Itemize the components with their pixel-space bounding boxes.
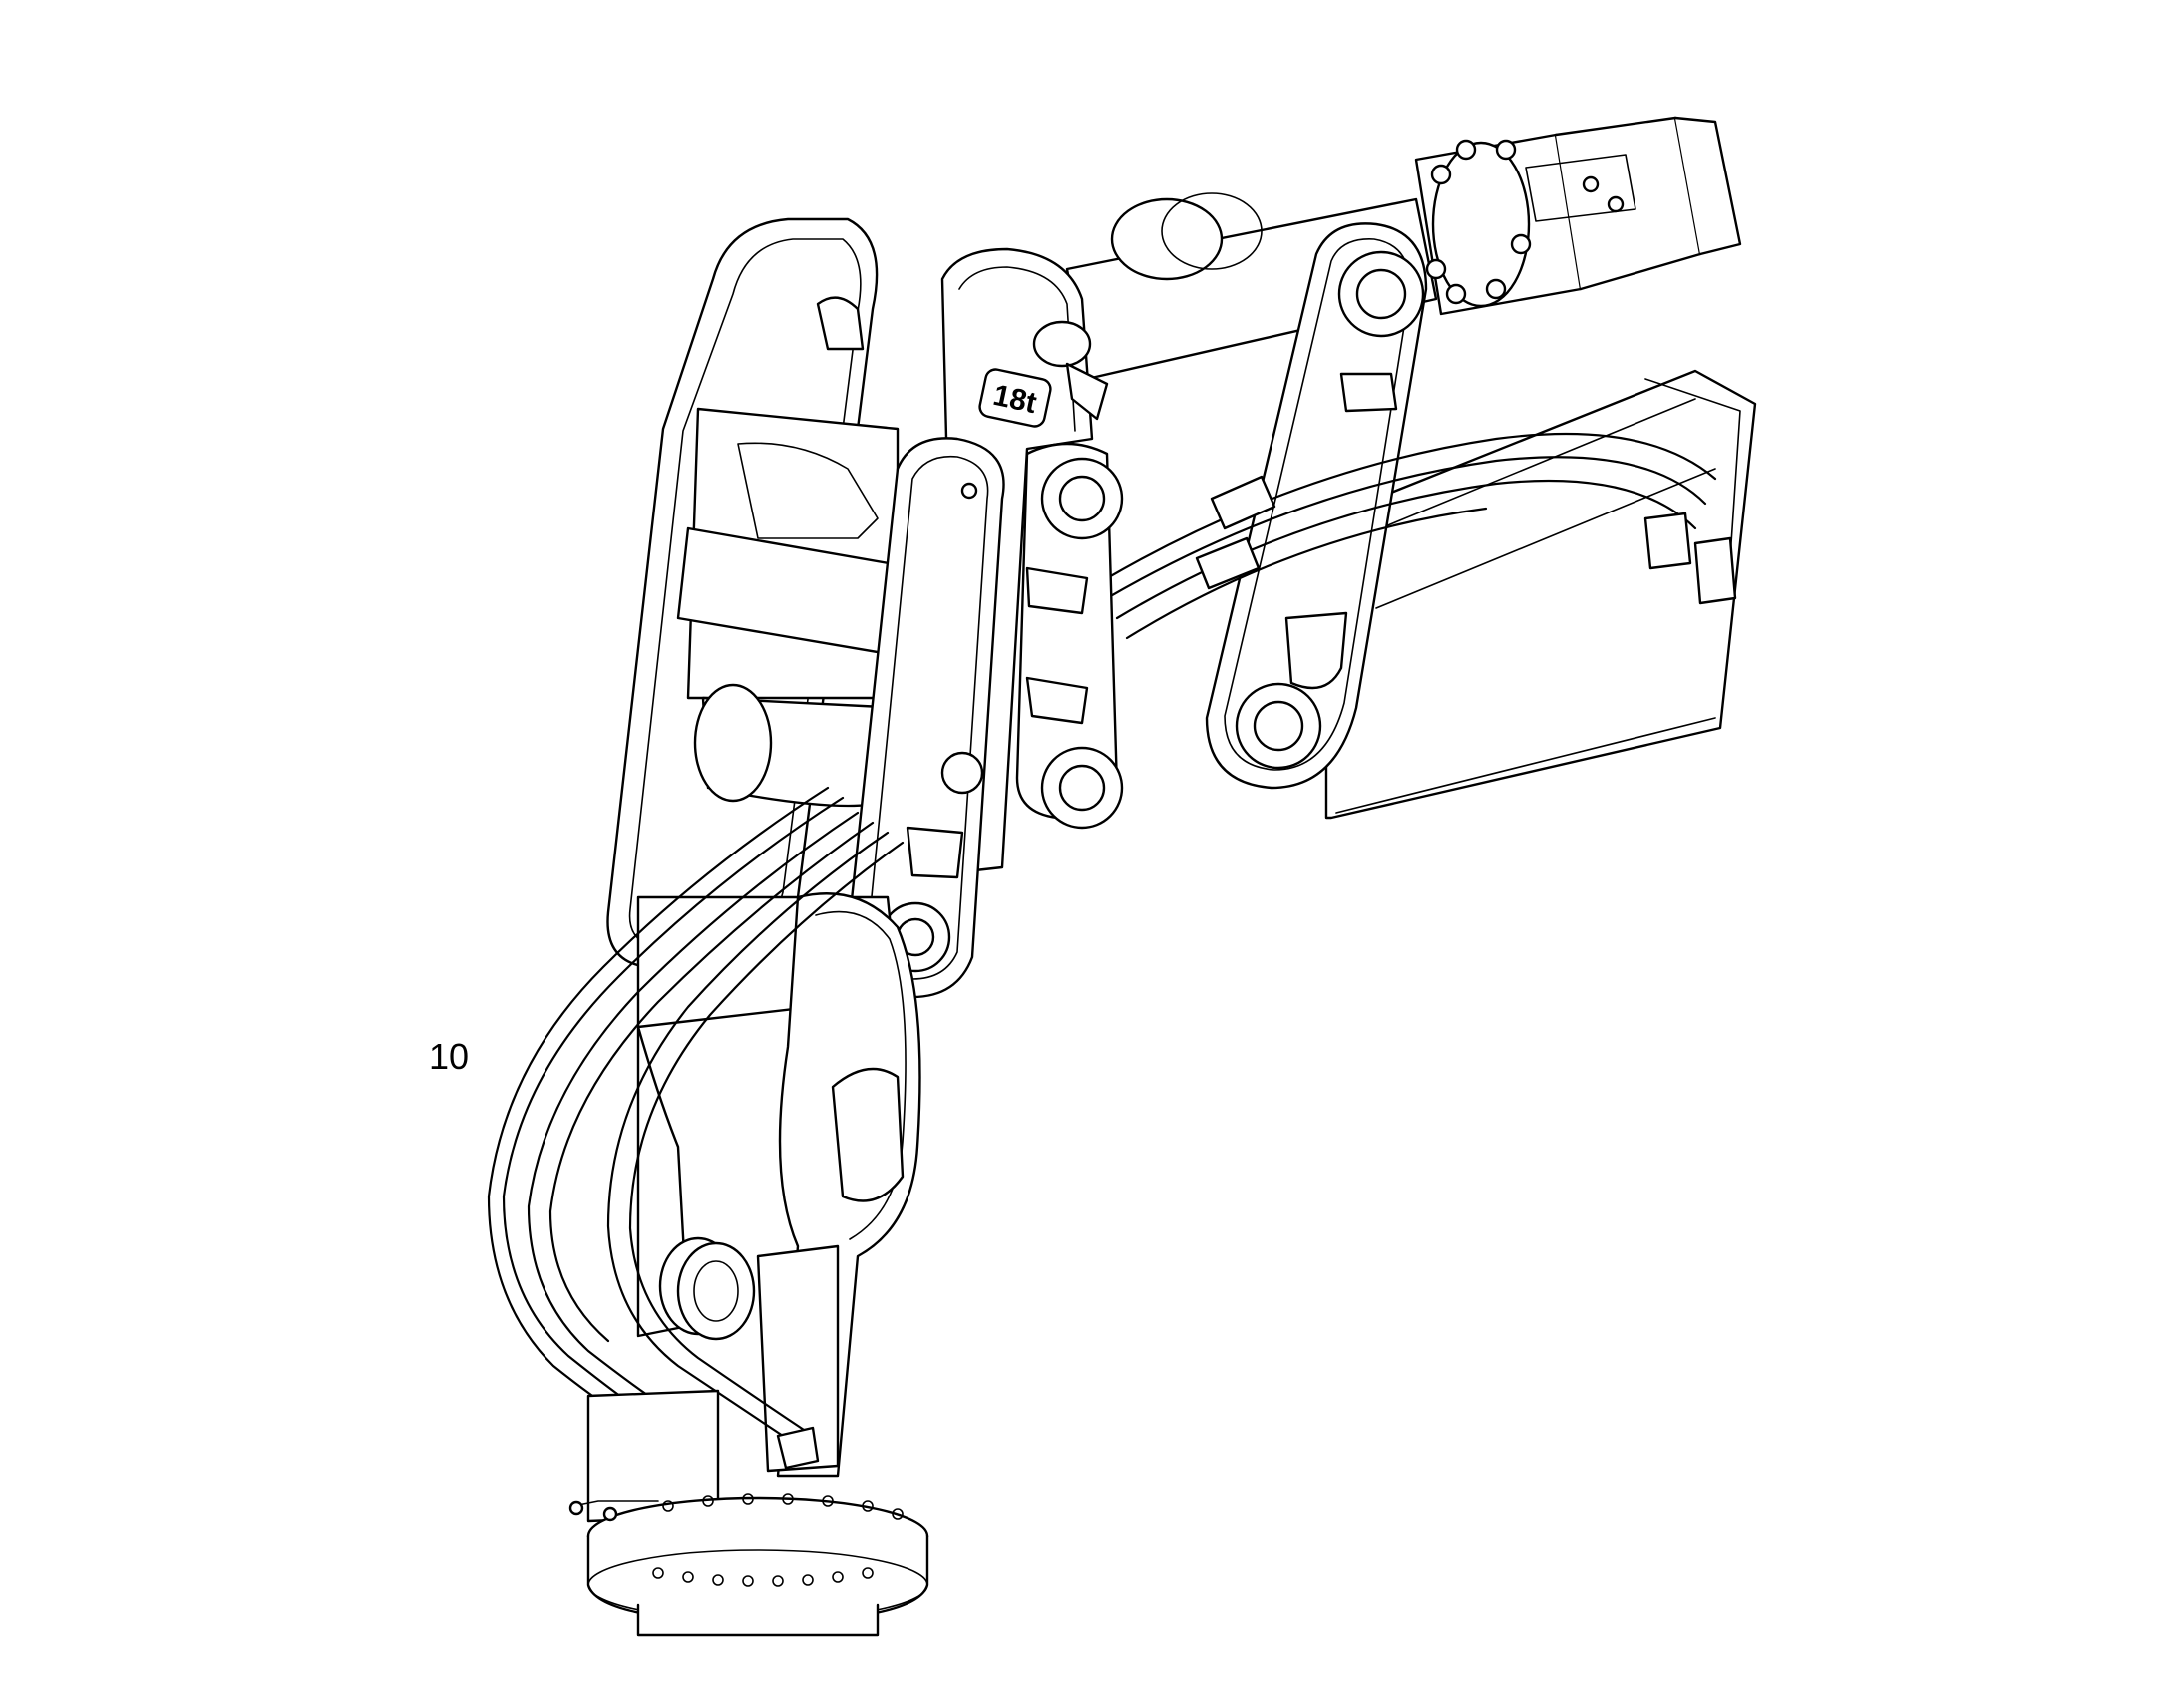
stick-body — [1324, 369, 1757, 820]
pin-joint-icon — [1337, 250, 1425, 338]
rotator-flange-icon — [568, 1389, 929, 1637]
flange-bolts-top — [1425, 139, 1625, 305]
pin-joint-icon — [1032, 320, 1092, 368]
callout-label: 10 — [429, 1036, 469, 1077]
hydraulic-hose-bundle-mid — [1105, 432, 1737, 640]
flange-bolts-bottom — [652, 1493, 904, 1587]
link-plate-right — [1205, 222, 1428, 790]
hydraulic-cylinder-top — [1065, 116, 1742, 381]
rotary-joint — [658, 1236, 756, 1341]
load-rating-badge: 18t — [978, 368, 1052, 428]
pin-joint-icon — [1040, 457, 1124, 540]
coupler-frame-left — [606, 217, 919, 969]
link-plate-front — [846, 437, 1005, 999]
pin-joint-icon — [1040, 746, 1124, 830]
pin-joint-icon — [1235, 682, 1322, 770]
rotator-bracket — [636, 892, 921, 1478]
